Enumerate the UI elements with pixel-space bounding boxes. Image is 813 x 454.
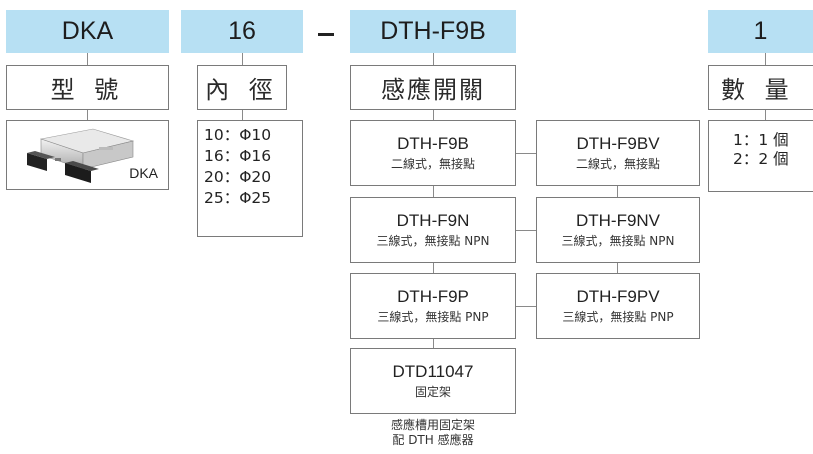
separator-dash bbox=[318, 33, 334, 36]
model-label: 型 號 bbox=[6, 65, 169, 110]
connector bbox=[617, 263, 618, 273]
list-item: 10：Φ10 bbox=[204, 126, 272, 144]
sensor-label: 感應開關 bbox=[350, 65, 516, 110]
connector bbox=[516, 306, 536, 307]
sensor-option-f9pv: DTH-F9PV 三線式，無接點 PNP bbox=[536, 273, 700, 339]
connector bbox=[516, 153, 536, 154]
bore-label: 內 徑 bbox=[197, 65, 287, 110]
quantity-label: 數 量 bbox=[708, 65, 813, 110]
product-image-box: DKA bbox=[6, 120, 169, 190]
quantity-options-list: 1：1 個 2：2 個 bbox=[708, 120, 813, 192]
sensor-option-f9n: DTH-F9N 三線式，無接點 NPN bbox=[350, 197, 516, 263]
model-code-header: DKA bbox=[6, 10, 169, 53]
list-item: 25：Φ25 bbox=[204, 189, 272, 207]
sensor-option-f9p: DTH-F9P 三線式，無接點 PNP bbox=[350, 273, 516, 339]
list-item: 16：Φ16 bbox=[204, 147, 272, 165]
bore-options-list: 10：Φ10 16：Φ16 20：Φ20 25：Φ25 bbox=[197, 120, 303, 237]
connector bbox=[433, 263, 434, 273]
connector bbox=[87, 53, 88, 65]
connector bbox=[433, 53, 434, 65]
connector bbox=[765, 53, 766, 65]
sensor-option-f9bv: DTH-F9BV 二線式，無接點 bbox=[536, 120, 700, 186]
gripper-product-image bbox=[27, 128, 135, 183]
connector bbox=[433, 110, 434, 120]
connector bbox=[433, 339, 434, 348]
connector bbox=[87, 110, 88, 120]
bore-code-header: 16 bbox=[181, 10, 303, 53]
bracket-note: 感應槽用固定架 配 DTH 感應器 bbox=[390, 418, 475, 447]
connector bbox=[516, 230, 536, 231]
connector bbox=[765, 110, 766, 120]
connector bbox=[242, 53, 243, 65]
sensor-option-bracket: DTD11047 固定架 bbox=[350, 348, 516, 414]
sensor-option-f9nv: DTH-F9NV 三線式，無接點 NPN bbox=[536, 197, 700, 263]
connector bbox=[433, 186, 434, 197]
connector bbox=[617, 186, 618, 197]
list-item: 1：1 個 bbox=[733, 131, 789, 149]
list-item: 20：Φ20 bbox=[204, 168, 272, 186]
sensor-option-f9b: DTH-F9B 二線式，無接點 bbox=[350, 120, 516, 186]
list-item: 2：2 個 bbox=[733, 150, 789, 168]
sensor-code-header: DTH-F9B bbox=[350, 10, 516, 53]
quantity-code-header: 1 bbox=[708, 10, 813, 53]
connector bbox=[242, 110, 243, 120]
product-caption: DKA bbox=[129, 165, 158, 181]
